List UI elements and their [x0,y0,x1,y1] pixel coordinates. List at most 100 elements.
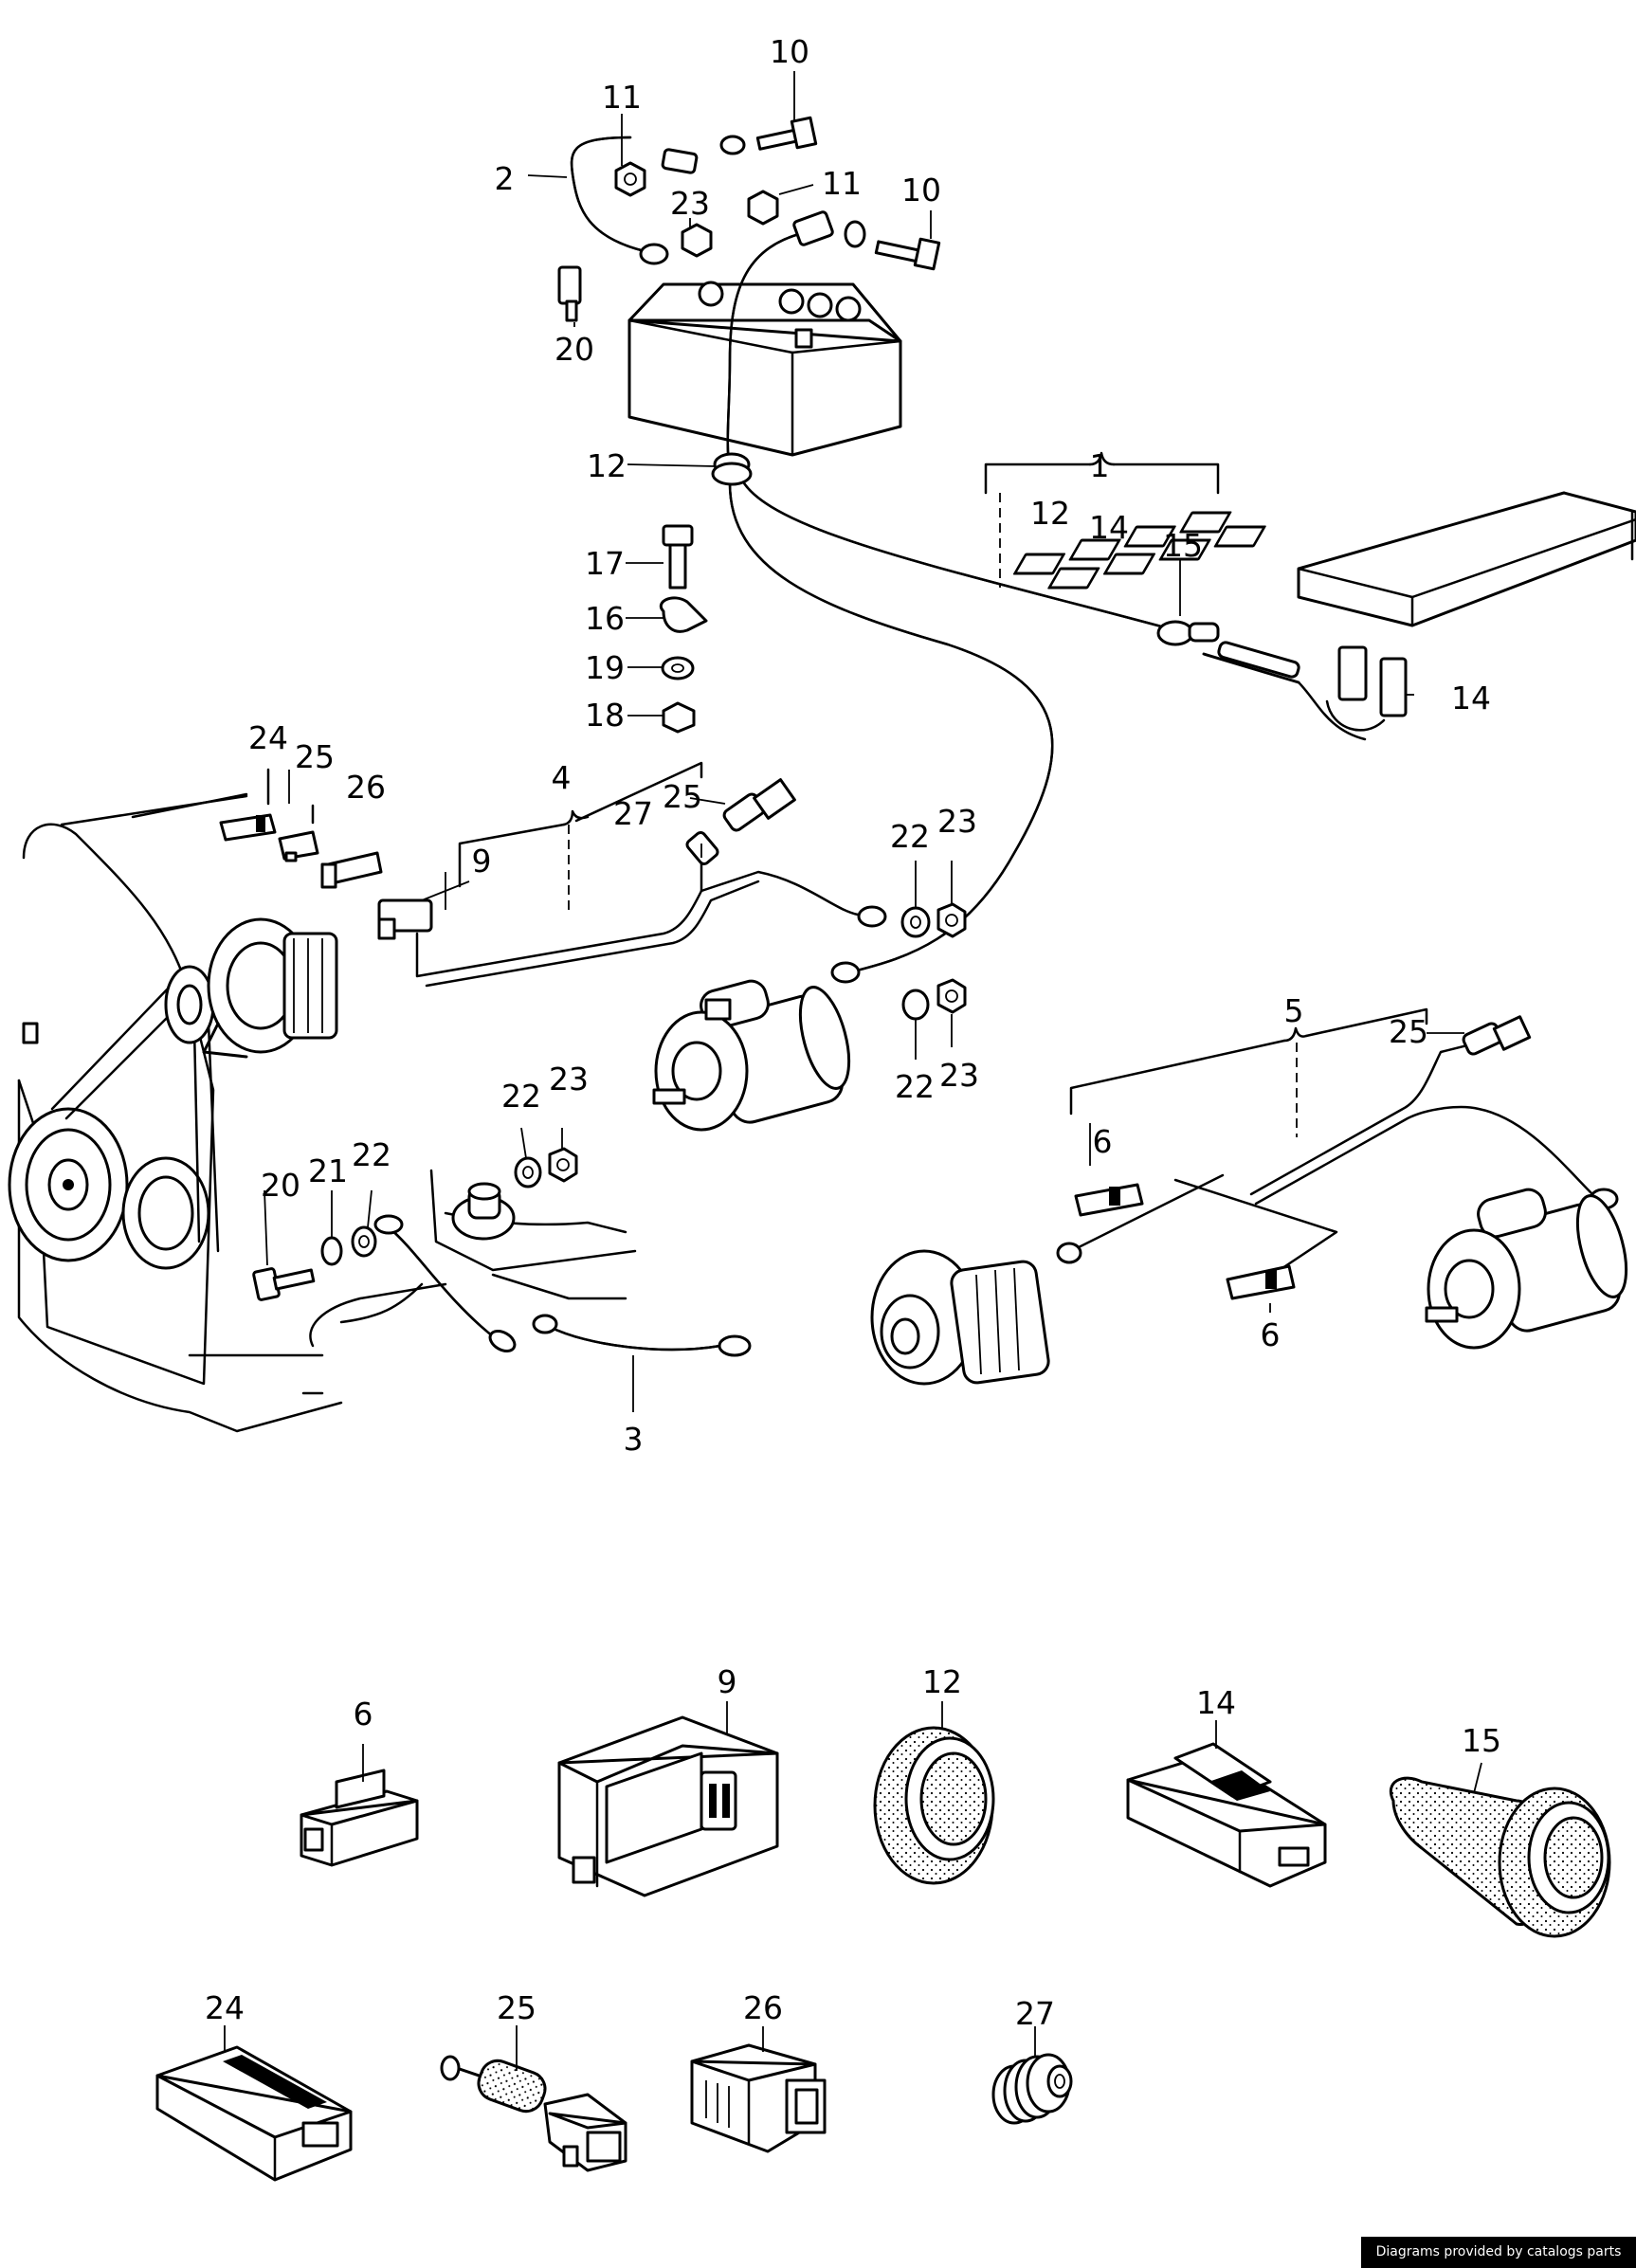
detail-connector-6 [300,1769,419,1867]
pulley-crank [8,1107,210,1270]
callout-23: 23 [670,185,710,222]
callout-labels: 10 11 2 23 11 10 20 12 1 12 14 15 14 17 … [205,33,1501,2032]
bracket-24-line [131,768,315,825]
callout-3: 3 [624,1421,644,1458]
detail-callout-12: 12 [922,1663,962,1700]
detail-callout-25: 25 [497,1989,536,2026]
detail-callout-26: 26 [743,1989,783,2026]
callout-25: 25 [295,738,335,775]
detail-grommet-15 [1389,1776,1611,1938]
starter-right [1425,1188,1628,1350]
nut-23-b [936,978,967,1014]
starter-left [652,979,851,1132]
callout-15: 15 [1163,527,1203,564]
ground-strap-3 [532,1314,752,1412]
callout-26: 26 [346,769,386,806]
drive-belt [50,984,220,1253]
fuse-box [1012,491,1636,627]
bolt-10-right [874,237,941,271]
washer-22-c [351,1225,377,1258]
bracket-1 [984,451,1220,616]
connector-26 [320,851,383,889]
detail-seal-27 [991,2053,1073,2125]
callout-6: 6 [1261,1316,1281,1353]
callout-27: 27 [613,795,653,832]
nut-11-a [614,161,646,197]
leader-lines [264,71,1464,1313]
washer-22-d [514,1156,542,1188]
callout-11: 11 [822,165,862,202]
callout-12: 12 [1030,495,1070,532]
detail-grommet-12 [873,1726,995,1885]
callout-22: 22 [890,818,930,855]
callout-10: 10 [901,172,941,209]
bolt-10-top [755,116,818,151]
callout-23: 23 [937,803,977,840]
callout-23: 23 [939,1057,979,1094]
bolt-20-bottom [252,1267,316,1301]
nut-11-b [747,190,779,226]
callout-5: 5 [1284,992,1304,1029]
washer-21 [320,1236,343,1266]
washer-right [844,220,866,248]
callout-20: 20 [261,1167,300,1204]
strap-short [373,1214,517,1352]
bracket-5 [1069,1007,1428,1166]
callout-11: 11 [602,79,642,116]
washer-22-b [901,989,930,1021]
bolt-17 [662,524,694,590]
pulley-alternator [164,965,215,1044]
detail-connector-24 [155,2045,353,2182]
callout-1: 1 [1090,447,1110,484]
connector-25 [278,830,319,862]
callout-12: 12 [587,447,627,484]
connector-6-a [1074,1183,1144,1217]
callout-17: 17 [585,545,625,582]
detail-callout-15: 15 [1462,1722,1501,1759]
clip-16 [660,596,708,633]
detail-callout-14: 14 [1196,1684,1236,1721]
detail-connector-14 [1126,1742,1327,1888]
nut-23-top [681,223,713,258]
detail-callout-9: 9 [718,1663,737,1700]
callout-22: 22 [501,1078,541,1115]
lock-washer-19 [661,656,695,680]
nut-18 [662,701,696,734]
nut-23-a [936,902,967,938]
callout-22: 22 [352,1136,391,1173]
washer-22-a [900,906,931,938]
washer-top [719,135,746,155]
callout-23: 23 [549,1061,589,1098]
connector-14 [1325,645,1408,732]
callout-18: 18 [585,697,625,734]
callout-2: 2 [495,160,515,197]
callout-9: 9 [472,843,492,880]
detail-connector-26 [690,2043,827,2153]
credit-banner: Diagrams provided by catalogs parts [1361,2237,1636,2268]
detail-callout-24: 24 [205,1989,245,2026]
callout-25: 25 [663,778,702,815]
callout-20: 20 [554,331,594,368]
callout-10: 10 [770,33,809,70]
grommet-15 [1156,620,1300,679]
battery [627,281,902,457]
callout-24: 24 [248,719,288,756]
callout-22: 22 [895,1068,935,1105]
alternator-right [870,1242,1082,1386]
bolt-20-top [557,265,582,322]
callout-25: 25 [1389,1013,1428,1050]
ground-mount [339,1169,637,1324]
callout-4: 4 [552,759,572,796]
connector-6-b [1226,1264,1296,1300]
detail-callout-6: 6 [354,1696,373,1733]
harness-4 [415,761,887,988]
detail-leaders [224,1701,1482,2071]
callout-16: 16 [585,600,625,637]
callout-6: 6 [1093,1123,1113,1160]
callout-14: 14 [1451,680,1491,717]
connector-24 [219,813,277,842]
detail-callout-27: 27 [1015,1995,1055,2032]
ground-strap-2 [570,136,699,265]
connector-9-loom [377,898,433,940]
grommet-12 [711,452,753,486]
